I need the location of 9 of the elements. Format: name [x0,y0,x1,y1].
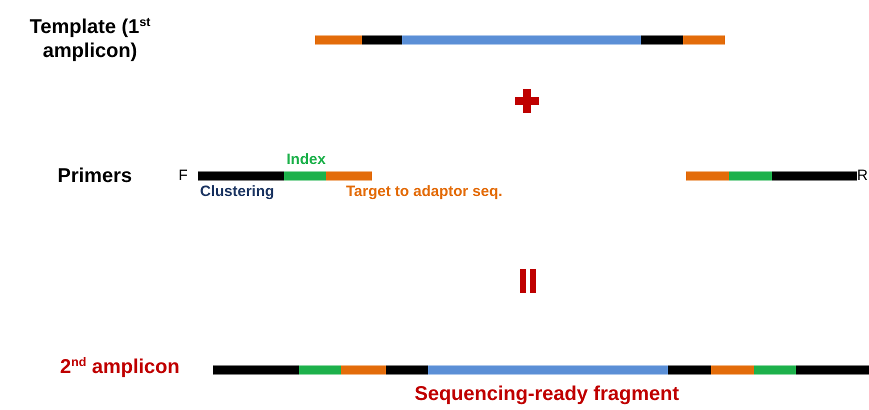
row-label: 2$^{nd}$ amplicon [60,355,180,379]
segment-label: Target to adaptor seq. [346,183,502,201]
primer-end-label: F [178,167,188,185]
segment-label: Clustering [200,183,274,201]
row-label: Template (1$^{st}$ amplicon) [28,15,152,63]
fragment-caption: Sequencing-ready fragment [414,382,680,406]
segment-label: Index [286,151,326,169]
row-label: Primers [58,164,132,188]
primer-end-label: R [857,167,868,185]
